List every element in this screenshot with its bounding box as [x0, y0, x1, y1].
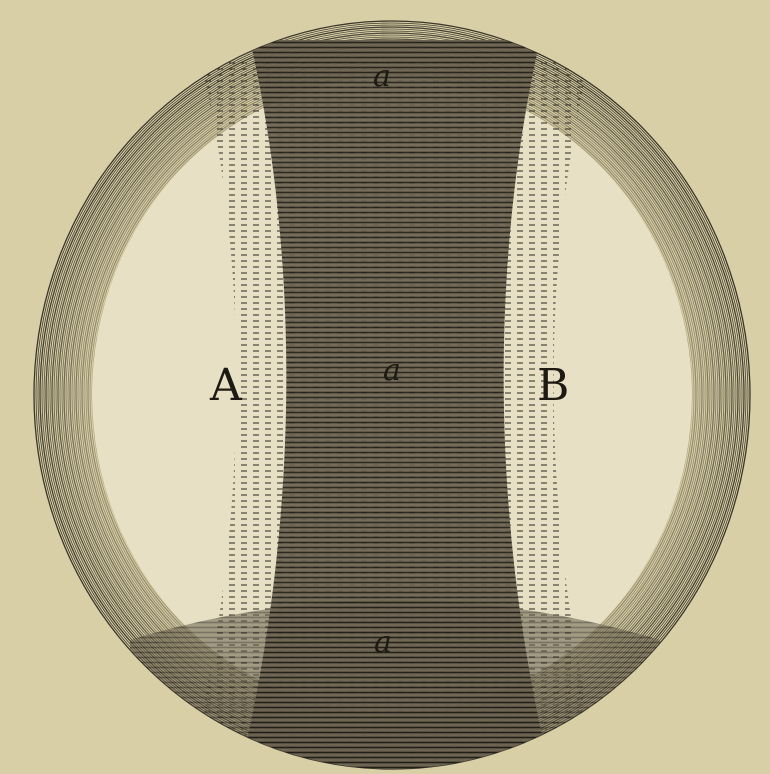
label-a-top: a — [373, 62, 391, 92]
label-a-bottom: a — [374, 628, 392, 658]
label-a-center: a — [383, 356, 401, 386]
bottom-shading — [130, 600, 660, 774]
label-B: B — [537, 364, 569, 408]
label-A: A — [210, 364, 242, 408]
